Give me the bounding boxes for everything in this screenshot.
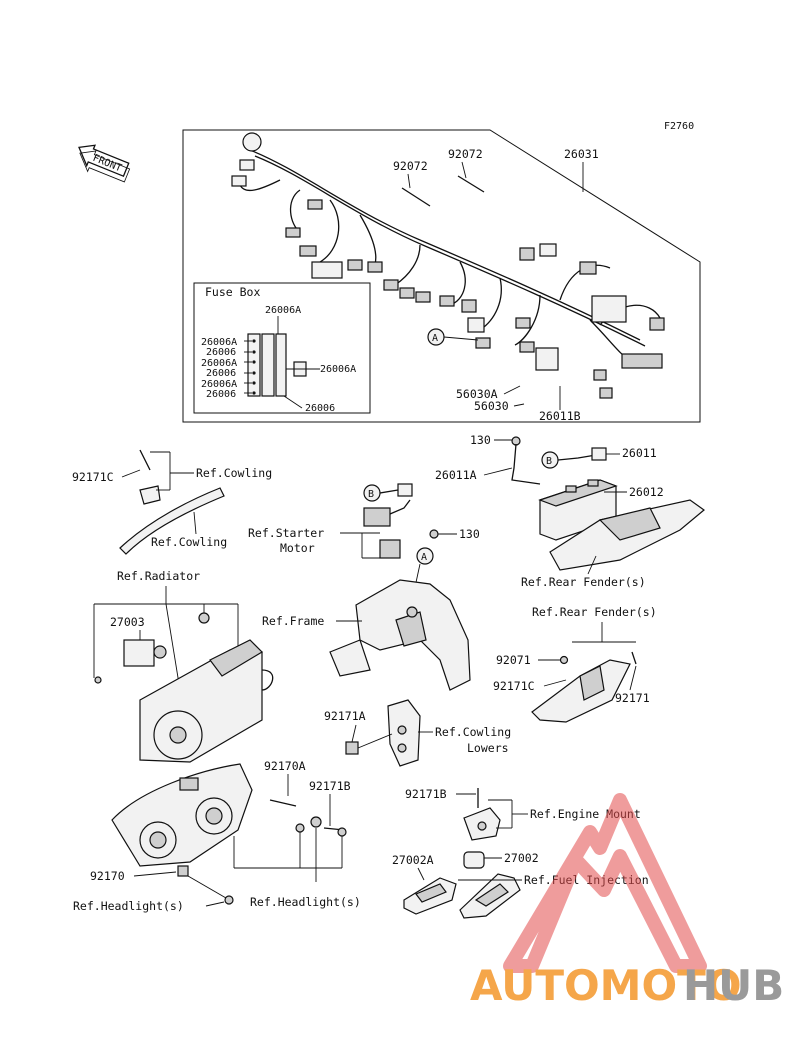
grommet-92170 [177,865,189,877]
watermark-text-1: AUTOMOTO [470,961,742,1010]
label-26031: 26031 [564,147,599,161]
starter-relay [363,507,391,527]
label-92072-a: 92072 [393,159,428,173]
radiator-nut [198,612,210,624]
label-27003: 27003 [110,615,145,629]
watermark-text-2: HUB [683,961,784,1010]
fuse-label-6: 26006 [206,389,236,400]
label-130-b: 130 [459,527,480,541]
bolt-92071 [559,655,569,665]
fan-switch-27003 [94,639,167,684]
label-92171b-hl: 92171B [309,779,351,793]
label-26011: 26011 [622,446,657,460]
ref-frame: Ref.Frame [262,614,324,628]
wire-26011a [511,443,541,485]
ref-rear-fender-2: Ref.Rear Fender(s) [532,605,657,619]
callout-a-text: A [432,333,438,344]
ref-headlight-2: Ref.Headlight(s) [250,895,361,909]
fuse-leaders [244,340,320,394]
ref-rear-fender-1: Ref.Rear Fender(s) [521,575,646,589]
wire-relay [557,454,597,461]
callout-a-frame [416,547,434,565]
fuse-label-4: 26006 [206,368,236,379]
ref-starter-1: Ref.Starter [248,526,324,540]
figure-code: F2760 [664,121,694,132]
label-26011a: 26011A [435,468,477,482]
label-27002a: 27002A [392,853,434,867]
sensor-27002a [403,877,457,915]
label-92171c-top: 92171C [72,470,114,484]
label-27002: 27002 [504,851,539,865]
bolt-92170a [269,799,297,807]
fuse-box-title: Fuse Box [205,285,260,299]
harness-connectors [231,132,665,399]
fuse-label-1: 26006A [201,337,237,348]
label-26012: 26012 [629,485,664,499]
watermark: AUTOMOTO HUB [470,793,784,1010]
bolt-130-a [511,436,521,446]
sensor-27002 [459,873,521,919]
cowling-bracket [119,449,225,555]
callout-a2-text: A [421,552,427,563]
fuse-label-top: 26006A [265,305,301,316]
label-92170: 92170 [90,869,125,883]
label-56030a: 56030A [456,387,498,401]
label-26011b: 26011B [539,409,581,423]
label-92171-rr: 92171 [615,691,650,705]
cap-27002 [463,851,485,869]
callout-b-text: B [546,456,552,467]
ref-cowling-2: Ref.Cowling [151,535,227,549]
clip-92171a [345,741,359,755]
rear-fender-bracket [531,651,637,723]
ref-starter-2: Motor [280,541,315,555]
ref-radiator: Ref.Radiator [117,569,200,583]
ref-headlight-1: Ref.Headlight(s) [73,899,184,913]
label-92171a: 92171A [324,709,366,723]
label-92071: 92071 [496,653,531,667]
fuse-label-bottom: 26006 [305,403,335,414]
harness-frame [182,129,701,423]
cowling-lower-bracket [387,699,421,767]
fuse-label-right: 26006A [320,364,356,375]
fuse-label-5: 26006A [201,379,237,390]
cable-tie-92072-a [401,187,431,207]
fuse-label-3: 26006A [201,358,237,369]
fuse-label-2: 26006 [206,347,236,358]
starter-relay-connector [397,483,413,497]
label-92170a: 92170A [264,759,306,773]
label-56030: 56030 [474,399,509,413]
ref-cowling-lowers-2: Lowers [467,741,509,755]
rear-fender-upper [549,499,705,571]
front-arrow-icon: FRONT [78,144,131,183]
fuse-box-fuses [247,333,307,397]
label-92072-b: 92072 [448,147,483,161]
cable-tie-92072-b [457,175,485,193]
watermark-logo-icon [503,793,707,973]
label-92171b-em: 92171B [405,787,447,801]
frame-section [329,579,471,691]
bolt-130-b [429,529,439,539]
ref-cowling-lowers-1: Ref.Cowling [435,725,511,739]
label-92171c-rr: 92171C [493,679,535,693]
label-130-a: 130 [470,433,491,447]
ref-cowling-1: Ref.Cowling [196,466,272,480]
headlight-assembly [111,763,253,867]
starter-bracket [379,539,401,559]
relay-26011 [591,447,607,461]
callout-b2-text: B [368,489,374,500]
fuse-box-frame [193,282,371,414]
engine-mount-bracket [463,788,501,841]
radiator [139,639,274,763]
